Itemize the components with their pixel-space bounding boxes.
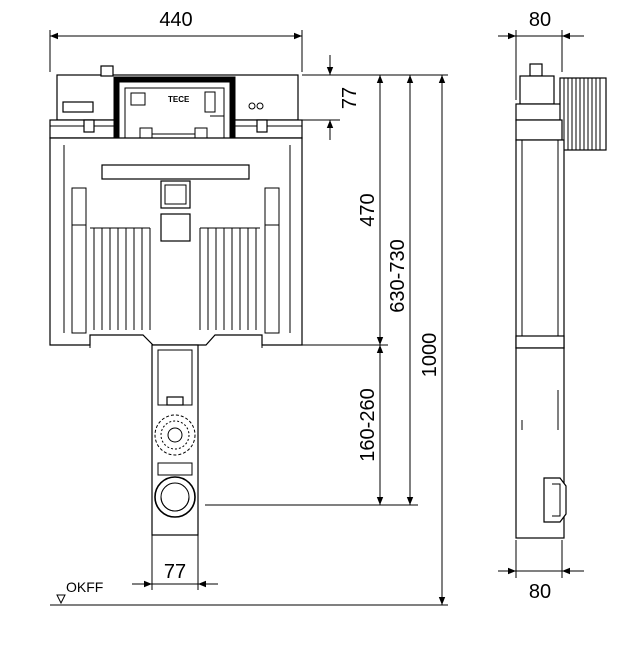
frame-body (49, 137, 303, 348)
front-view: TECE (49, 65, 303, 536)
dimension-lines (49, 30, 584, 606)
actuator-side-block (559, 77, 607, 151)
flush-pipe (151, 344, 199, 536)
dimension-labels: 440 80 80 77 77 470 630-730 1000 160-260… (66, 9, 551, 603)
dim-tank-height: 470 (357, 193, 379, 226)
side-view (515, 63, 607, 539)
dim-outlet-range: 160-260 (357, 388, 379, 461)
dim-tank-top: 77 (339, 87, 361, 109)
dim-total-height: 1000 (419, 333, 441, 378)
tank-ribs-right (199, 228, 257, 330)
dim-outlet-width: 77 (164, 561, 186, 583)
dim-side-depth-bottom: 80 (529, 581, 551, 603)
dim-side-depth-top: 80 (529, 9, 551, 31)
dim-frame-width: 440 (159, 9, 192, 31)
brand-logo: TECE (168, 95, 190, 104)
tank-ribs-left (93, 228, 151, 330)
floor-reference-label: OKFF (66, 579, 103, 595)
dim-actuator-range: 630-730 (387, 239, 409, 312)
